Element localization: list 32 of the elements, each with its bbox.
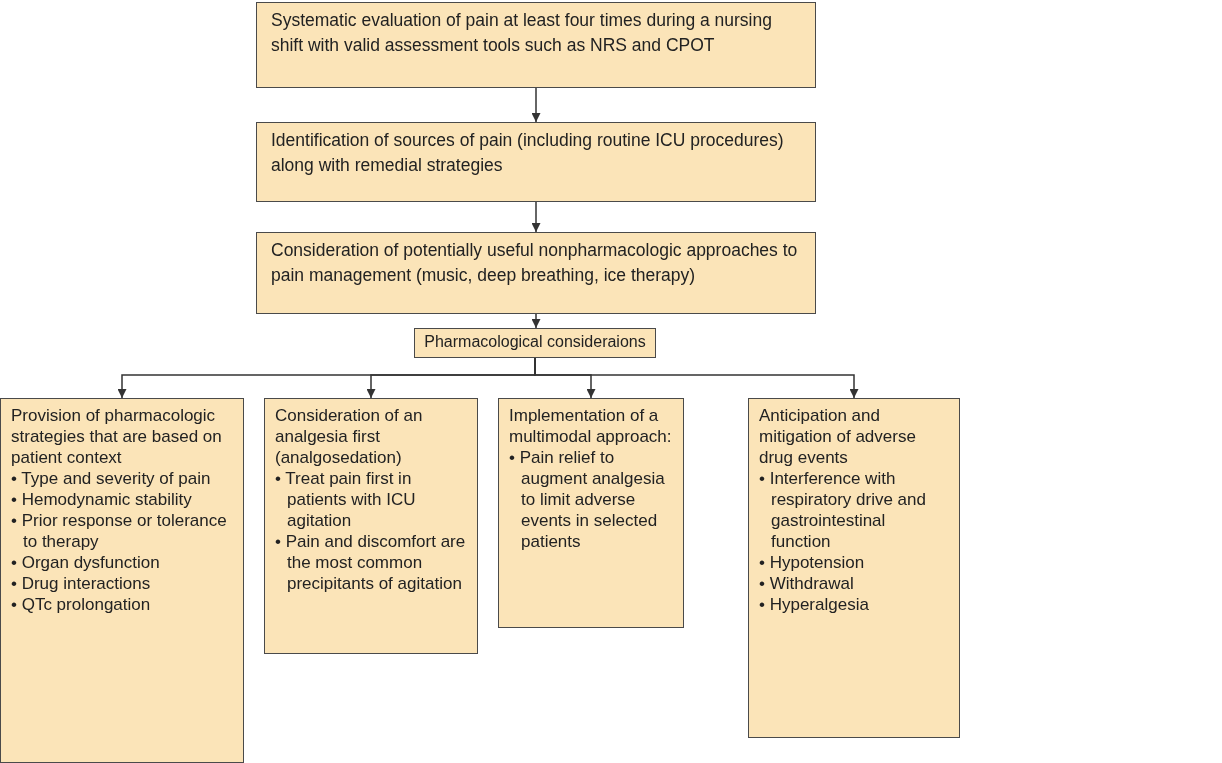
bullet-item: • QTc prolongation (11, 594, 152, 615)
bullet-item: • Interference with respiratory drive and gastrointestinal function (759, 468, 927, 552)
box-heading: Pharmacological consideraions (423, 332, 647, 352)
process-box (0, 398, 244, 763)
box-heading: Systematic evaluation of pain at least four times during a nursing shift with valid assessment tools such as NRS and CPOT (271, 9, 773, 57)
box-heading: Implementation of a multimodal approach: (509, 405, 673, 447)
process-box (256, 122, 816, 202)
bullet-item: • Prior response or tolerance to therapy (11, 510, 228, 552)
process-box (414, 328, 656, 358)
box-heading: Anticipation and mitigation of adverse drug events (759, 405, 917, 468)
bullet-item: • Hemodynamic stability (11, 489, 193, 510)
bullet-item: • Type and severity of pain (11, 468, 212, 489)
process-box (264, 398, 478, 654)
box-heading: Identification of sources of pain (including routine ICU procedures) along with remedial strategies (271, 129, 785, 177)
arrow (531, 87, 541, 123)
arrow (531, 313, 541, 329)
box-heading: Provision of pharmacologic strategies that are based on patient context (11, 405, 223, 468)
bullet-item: • Hyperalgesia (759, 594, 870, 615)
bullet-item: • Organ dysfunction (11, 552, 161, 573)
bullet-item: • Pain relief to augment analgesia to limit adverse events in selected patients (509, 447, 666, 552)
bullet-item: • Withdrawal (759, 573, 855, 594)
process-box (256, 232, 816, 314)
box-heading: Consideration of potentially useful nonpharmacologic approaches to pain management (music, deep breathing, ice therapy) (271, 239, 799, 287)
process-box (748, 398, 960, 738)
bullet-item: • Treat pain first in patients with ICU agitation (275, 468, 417, 531)
process-box (256, 2, 816, 88)
bullet-item: • Hypotension (759, 552, 866, 573)
arrow (531, 201, 541, 233)
bullet-item: • Drug interactions (11, 573, 152, 594)
bullet-item: • Pain and discomfort are the most common precipitants of agitation (275, 531, 467, 594)
box-heading: Consideration of an analgesia first (analgosedation) (275, 405, 424, 468)
process-box (498, 398, 684, 628)
